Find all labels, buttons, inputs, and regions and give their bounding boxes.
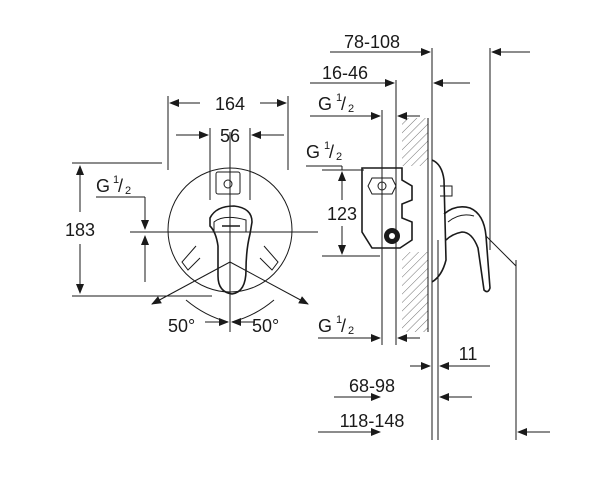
- dim-164: 164: [215, 94, 245, 114]
- lever-handle: [209, 205, 253, 295]
- thread-bottom-num: 1: [336, 314, 342, 326]
- thread-left-den: 2: [125, 185, 131, 197]
- dim-118-148: 118-148: [340, 411, 405, 431]
- angle-right-label: 50°: [252, 316, 279, 336]
- top-slot: [215, 171, 241, 195]
- lever-side-inner: [447, 214, 475, 223]
- side-knob: [440, 185, 453, 197]
- angle-left-label: 50°: [168, 316, 195, 336]
- dim-11: 11: [459, 344, 478, 364]
- thread-top-num: 1: [336, 92, 342, 104]
- dim-16-46: 16-46: [322, 63, 368, 83]
- wall-hatch-upper: [402, 118, 428, 166]
- valve-body: [361, 167, 413, 249]
- dim-78-108: 78-108: [344, 32, 400, 52]
- thread-bottom-g: G: [318, 316, 332, 336]
- thread-top-g: G: [318, 94, 332, 114]
- handle-ghost-left: [181, 245, 201, 271]
- front-view: 164 56 183 G 1 / 2 50° 50°: [65, 94, 318, 336]
- thread-bottom-den: 2: [348, 325, 354, 337]
- handle-ghost-right: [259, 245, 279, 271]
- thread-mid-den: 2: [336, 151, 342, 163]
- angle-line-left: [151, 261, 231, 305]
- valve-screw-top: [377, 181, 387, 191]
- lever-inner: [213, 216, 247, 233]
- side-view: 78-108 16-46 G 1 / 2 G 1 / 2 123 G 1 / 2: [306, 32, 550, 440]
- thread-top-den: 2: [348, 103, 354, 115]
- valve-outlet-inner: [389, 233, 395, 239]
- dim-123: 123: [327, 204, 357, 224]
- thread-top-slash: /: [341, 94, 346, 114]
- thread-mid-g: G: [306, 142, 320, 162]
- handle-travel-line: [485, 235, 517, 267]
- thread-left-num: 1: [113, 174, 119, 186]
- dim-68-98: 68-98: [349, 376, 395, 396]
- lever-side: [443, 206, 491, 293]
- thread-mid-num: 1: [324, 140, 330, 152]
- thread-mid-slash: /: [329, 142, 334, 162]
- angle-line-right: [229, 261, 309, 305]
- dim-56: 56: [220, 126, 240, 146]
- top-screw: [223, 179, 233, 189]
- thread-bottom-slash: /: [341, 316, 346, 336]
- wall-hatch-lower: [402, 252, 428, 332]
- thread-left-slash: /: [118, 176, 123, 196]
- dim-183: 183: [65, 220, 95, 240]
- thread-left-g: G: [96, 176, 110, 196]
- cover-plate-profile: [431, 159, 447, 283]
- valve-nut: [367, 177, 397, 195]
